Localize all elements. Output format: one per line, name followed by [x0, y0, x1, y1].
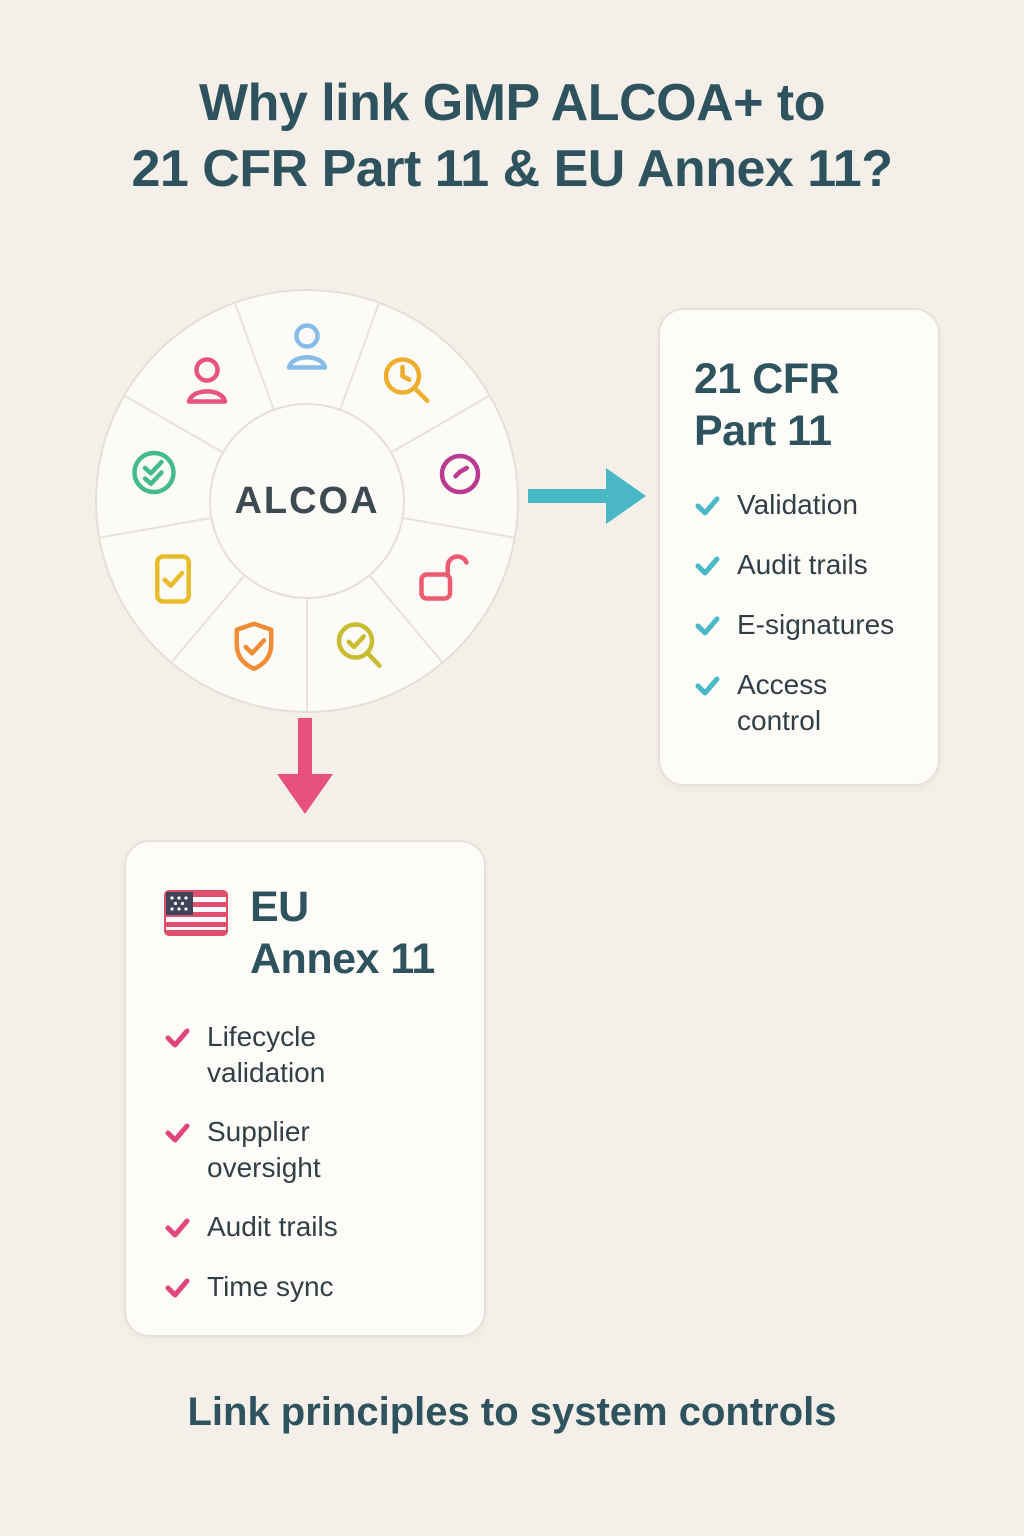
check-item: E-signatures	[694, 607, 904, 644]
check-item: Supplier oversight	[164, 1114, 446, 1186]
annex-card-header: EU Annex 11	[164, 882, 446, 985]
check-item: Lifecycle validation	[164, 1019, 446, 1091]
cfr-title-line1: 21 CFR	[694, 355, 840, 403]
check-item-label: Access control	[737, 669, 828, 737]
check-icon	[164, 1024, 191, 1056]
cfr-card-title: 21 CFR Part 11	[694, 354, 904, 457]
cfr-part11-card: 21 CFR Part 11 Validation Audit trails	[658, 308, 940, 786]
arrow-down-icon	[269, 718, 341, 818]
annex-check-list: Lifecycle validation Supplier oversight …	[164, 1019, 446, 1305]
check-icon	[164, 1119, 191, 1151]
clock-icon	[424, 438, 496, 510]
unlock-icon	[405, 543, 477, 615]
search-check-icon	[324, 611, 396, 683]
search-clock-icon	[371, 346, 443, 418]
check-icon	[694, 672, 721, 704]
arrow-right-icon	[528, 460, 648, 532]
check-item-label: Time sync	[207, 1270, 334, 1302]
shield-double-check-icon	[118, 438, 190, 510]
check-item: Audit trails	[164, 1209, 446, 1246]
check-icon	[164, 1274, 191, 1306]
eu-annex11-card: EU Annex 11 Lifecycle validation Supplie…	[124, 840, 486, 1337]
check-icon	[694, 612, 721, 644]
check-icon	[694, 492, 721, 524]
document-check-icon	[137, 543, 209, 615]
check-item-label: Validation	[737, 489, 858, 521]
check-item-label: Audit trails	[207, 1210, 338, 1242]
annex-title-line1: EU	[250, 883, 309, 931]
check-icon	[164, 1214, 191, 1246]
alcoa-center-label: ALCOA	[234, 479, 380, 522]
cfr-check-list: Validation Audit trails E-signatures Acc…	[694, 487, 904, 739]
check-item-label: E-signatures	[737, 609, 895, 641]
flag-icon	[164, 890, 228, 936]
page-title-line1: Why link GMP ALCOA+ to	[198, 74, 826, 132]
person-icon	[271, 312, 343, 384]
cfr-title-line2: Part 11	[694, 406, 832, 455]
alcoa-wheel: ALCOA	[92, 286, 522, 716]
check-item: Audit trails	[694, 547, 904, 584]
wheel-ring	[95, 289, 519, 713]
check-item: Validation	[694, 487, 904, 524]
page-title: Why link GMP ALCOA+ to 21 CFR Part 11 & …	[0, 70, 1024, 202]
check-item-label: Lifecycle validation	[207, 1021, 326, 1089]
shield-check-icon	[218, 611, 290, 683]
check-item: Access control	[694, 667, 904, 739]
check-item-label: Audit trails	[737, 549, 868, 581]
annex-card-title: EU Annex 11	[250, 882, 435, 985]
page-title-line2: 21 CFR Part 11 & EU Annex 11?	[131, 140, 893, 199]
annex-title-line2: Annex 11	[250, 934, 435, 983]
person-icon	[171, 346, 243, 418]
check-icon	[694, 552, 721, 584]
footer-caption: Link principles to system controls	[187, 1390, 837, 1434]
check-item: Time sync	[164, 1269, 446, 1306]
check-item-label: Supplier oversight	[207, 1115, 321, 1183]
